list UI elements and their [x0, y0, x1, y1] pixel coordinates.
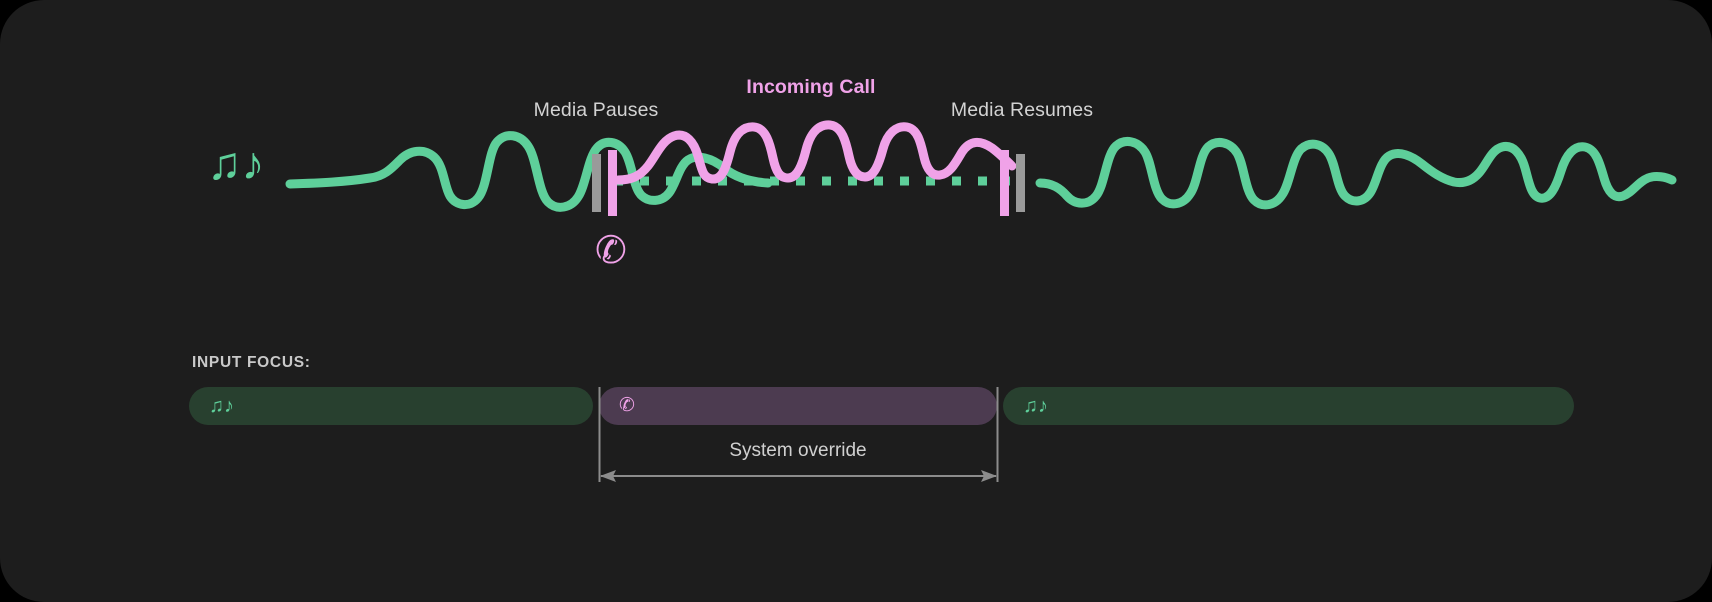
music-note-icon: ♫♪ — [209, 395, 234, 417]
resume-marker-pink-bar — [1000, 150, 1009, 216]
resume-marker-gray-bar — [1016, 154, 1025, 212]
phone-icon: ✆ — [595, 230, 627, 272]
waveform-canvas — [285, 120, 1677, 216]
focus-bar-media-after[interactable]: ♫♪ — [1003, 387, 1574, 425]
focus-bar-call[interactable]: ✆ — [599, 387, 997, 425]
input-focus-title: INPUT FOCUS: — [192, 354, 311, 371]
input-focus-section: INPUT FOCUS: ♫♪ ✆ ♫♪ System override — [0, 330, 1712, 602]
music-note-icon: ♫♪ — [1023, 395, 1048, 417]
pause-marker-pink-bar — [608, 150, 617, 216]
label-media-resumes: Media Resumes — [950, 99, 1094, 121]
timeline-stage: ♫♪ ✆ Media Pauses Incoming Call Media Re… — [207, 76, 1677, 272]
media-waveform-after — [1035, 137, 1677, 210]
pause-marker-gray-bar — [592, 154, 601, 212]
call-waveform — [613, 120, 1017, 185]
system-override-label: System override — [729, 440, 867, 461]
label-media-pauses: Media Pauses — [533, 99, 659, 121]
music-note-icon: ♫♪ — [207, 137, 265, 189]
label-incoming-call: Incoming Call — [746, 76, 876, 98]
override-arrow-head-left — [600, 470, 616, 482]
focus-bar-media-before[interactable]: ♫♪ — [189, 387, 593, 425]
phone-icon: ✆ — [619, 395, 635, 416]
override-arrow-head-right — [981, 470, 997, 482]
